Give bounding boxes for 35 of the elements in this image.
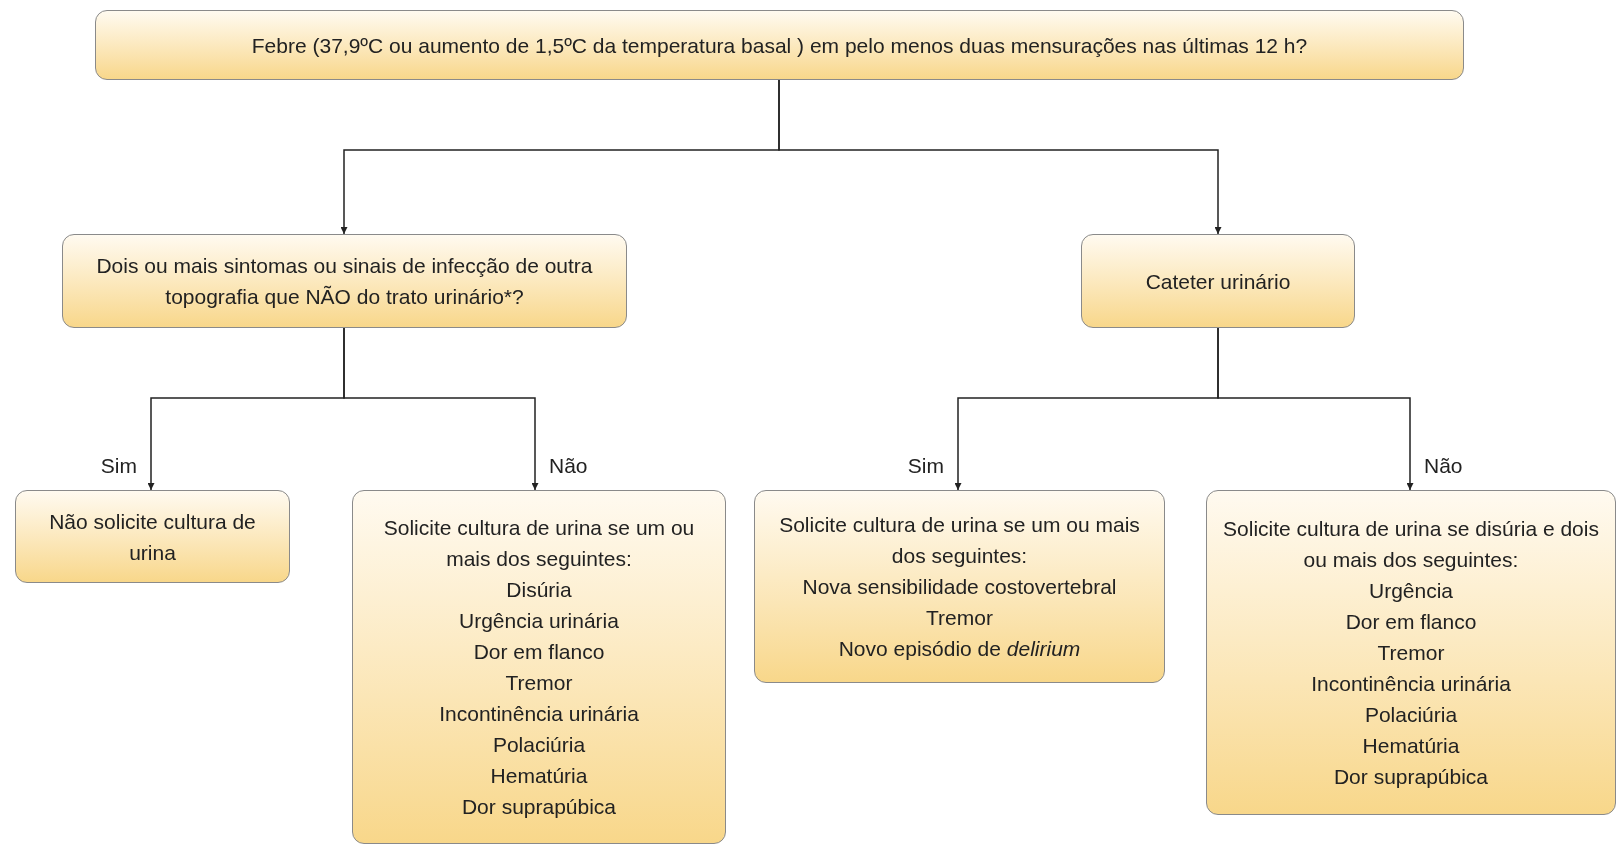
box-text: Solicite cultura de urina se disúria e dois ou mais dos seguintes: [1222, 516, 1600, 573]
list-item: Incontinência urinária [1311, 671, 1511, 697]
list-item: Dor suprapúbica [1333, 764, 1489, 790]
box-text: Cateter urinário [1145, 268, 1291, 295]
box-text: Solicite cultura de urina se um ou mais dos seguintes: [382, 515, 696, 572]
list-item: Dor suprapúbica [461, 794, 617, 820]
list-item: Hematúria [490, 763, 588, 789]
list-item: Tremor [926, 605, 993, 631]
list-item: Incontinência urinária [439, 701, 639, 727]
box-text: Não solicite cultura de urina [48, 508, 257, 566]
action-box [352, 490, 726, 844]
list-item: Polaciúria [492, 732, 586, 758]
arrow [778, 79, 1222, 235]
list-item: Disúria [506, 577, 572, 603]
action-box [15, 490, 290, 583]
list-item: Nova sensibilidade costovertebral [802, 574, 1117, 600]
arrow [343, 327, 539, 491]
list-item: Dor em flanco [473, 639, 605, 665]
action-box [1206, 490, 1616, 815]
list-item: Tremor [1377, 640, 1445, 666]
action-box [754, 490, 1165, 683]
arrow [1217, 327, 1414, 491]
box-text: Solicite cultura de urina se um ou mais dos seguintes: [778, 512, 1141, 569]
list-item: Novo episódio de delirium [838, 636, 1081, 662]
box-text: Febre (37,9ºC ou aumento de 1,5ºC da temperatura basal ) em pelo menos duas mensurações nas últimas 12 h? [251, 32, 1308, 59]
box-text: Dois ou mais sintomas ou sinais de infecção de outra topografia que NÃO do trato urinário*? [95, 253, 594, 310]
decision-box [62, 234, 627, 328]
list-item: Hematúria [1362, 733, 1460, 759]
decision-box [95, 10, 1464, 80]
list-item: Urgência [1368, 578, 1453, 604]
list-item: Polaciúria [1364, 702, 1458, 728]
list-item: Urgência urinária [459, 608, 619, 634]
list-item: Dor em flanco [1345, 609, 1477, 635]
decision-box [1081, 234, 1355, 328]
list-item: Tremor [505, 670, 573, 696]
